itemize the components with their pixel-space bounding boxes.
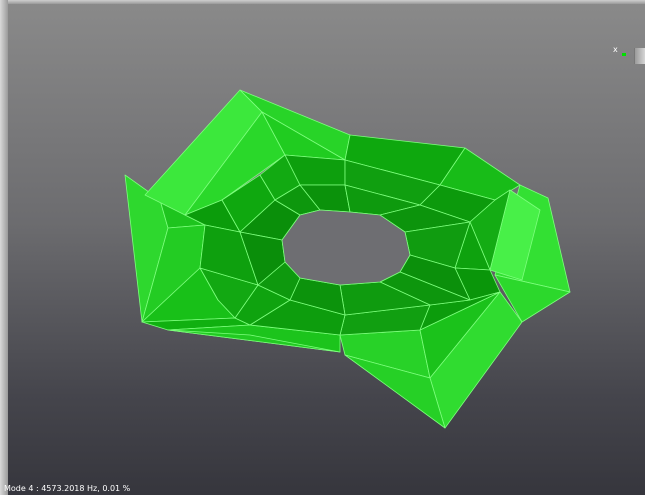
x-axis-icon: [622, 53, 626, 56]
mesh-face: [167, 329, 341, 353]
viewport-top-border: [0, 0, 645, 4]
viewport-left-border: [0, 0, 8, 495]
mode-status-text: Mode 4 : 4573.2018 Hz, 0.01 %: [4, 484, 131, 493]
x-axis-label: x: [613, 45, 618, 54]
view-cube-icon[interactable]: [634, 48, 645, 64]
mesh-face: [494, 274, 571, 323]
mesh-hole: [281, 209, 411, 286]
axis-triad[interactable]: x: [613, 44, 645, 70]
mesh-face: [344, 354, 446, 429]
